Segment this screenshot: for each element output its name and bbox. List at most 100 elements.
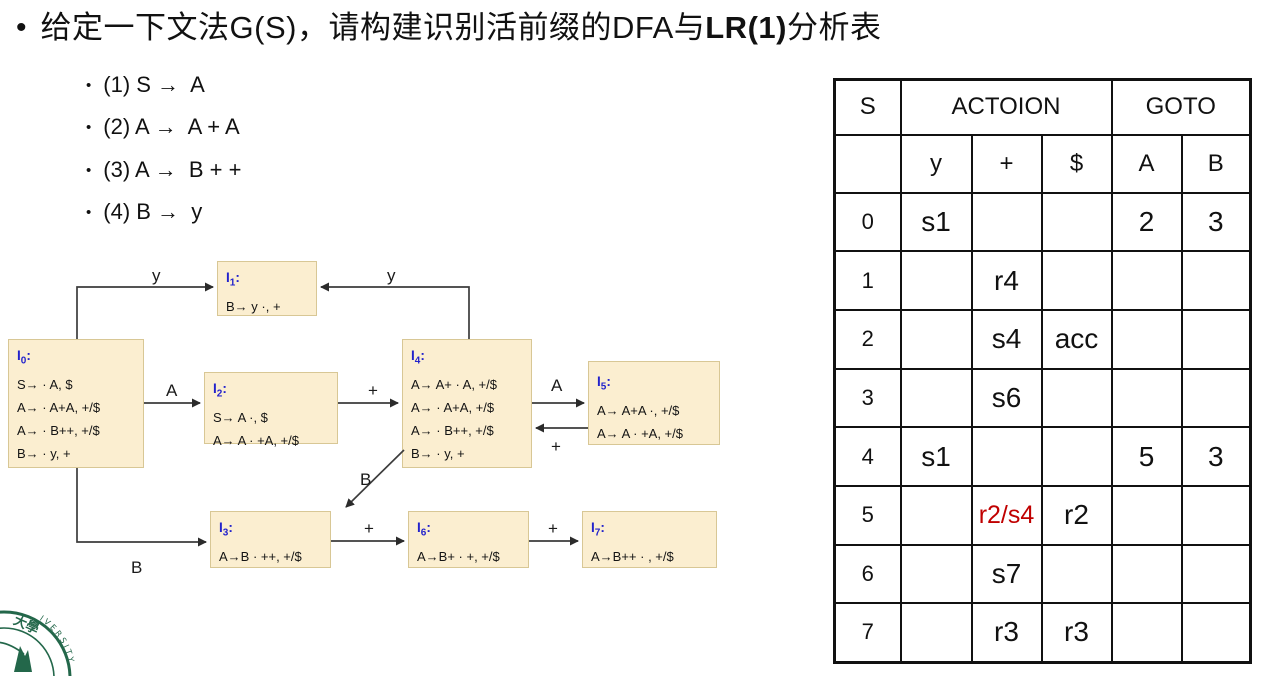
title-pre: 给定一下文法G(S)，请构建识别活前缀的DFA与 — [40, 10, 706, 45]
cell-state: 5 — [833, 484, 902, 546]
edge-label: + — [368, 381, 378, 400]
cell-action-dollar: r2 — [1040, 484, 1113, 546]
header-terminal-y: y — [899, 133, 973, 194]
cell-goto-B — [1180, 250, 1252, 311]
lr-item: A→ A · +A, +/$ — [213, 432, 299, 448]
state-label: I5: — [597, 374, 611, 393]
edge-I4-I1 — [320, 282, 470, 339]
lr-item: A→ A · +A, +/$ — [597, 425, 683, 441]
state-label: I4: — [411, 348, 425, 367]
lr-item: A→B++ · , +/$ — [591, 548, 674, 564]
lr-item: A→ · A+A, +/$ — [411, 399, 495, 415]
edge-label: y — [152, 266, 161, 285]
cell-action-dollar — [1040, 250, 1113, 311]
header-goto: GOTO — [1110, 78, 1252, 136]
edge-label: + — [551, 437, 561, 456]
cell-action-y — [899, 367, 973, 429]
lr-item: A→B+ · +, +/$ — [417, 548, 500, 564]
cell-goto-B: 3 — [1180, 191, 1252, 253]
cell-action-plus: s4 — [970, 308, 1043, 370]
bullet-icon: • — [86, 118, 92, 136]
lr-item: A→ · B++, +/$ — [17, 422, 100, 438]
grammar-rule-text: (1) S → A — [103, 72, 205, 97]
table-row-1: 1 r4 — [833, 250, 1252, 311]
table-row-2: 2 s4 acc — [833, 308, 1252, 370]
cell-goto-A — [1110, 308, 1183, 370]
cell-action-y — [899, 602, 973, 663]
header-action: ACTOION — [899, 78, 1113, 136]
page-title: 给定一下文法G(S)，请构建识别活前缀的DFA与LR(1)分析表 — [41, 6, 882, 50]
cell-action-y: s1 — [899, 426, 973, 487]
header-terminal-dollar: $ — [1040, 133, 1113, 194]
bullet-icon: • — [86, 76, 92, 94]
cell-action-y: s1 — [899, 191, 973, 253]
cell-state: 7 — [833, 602, 902, 663]
lr1-parse-table: S ACTOION GOTO y + $ A B 0 s1 2 3 1 r4 — [833, 78, 1252, 664]
lr-item: A→ A+A ·, +/$ — [597, 402, 680, 418]
grammar-rule-4: • (4) B → y — [86, 197, 202, 227]
cell-goto-A: 2 — [1110, 191, 1183, 253]
dfa-state-I0: I0: S→ · A, $ A→ · A+A, +/$ A→ · B++, +/… — [8, 339, 144, 468]
dfa-state-I7: I7: A→B++ · , +/$ — [582, 511, 717, 568]
cell-state: 6 — [833, 543, 902, 605]
university-seal-logo: 大學 IVERSITY — [0, 610, 74, 676]
dfa-state-I4: I4: A→ A+ · A, +/$ A→ · A+A, +/$ A→ · B+… — [402, 339, 532, 468]
grammar-rule-2: • (2) A → A + A — [86, 112, 240, 142]
cell-action-plus: s6 — [970, 367, 1043, 429]
table-row-0: 0 s1 2 3 — [833, 191, 1252, 253]
slide-title: • 给定一下文法G(S)，请构建识别活前缀的DFA与LR(1)分析表 — [16, 6, 881, 50]
edge-label: y — [387, 266, 396, 285]
edge-label: + — [548, 519, 558, 538]
cell-goto-A — [1110, 543, 1183, 605]
cell-goto-A — [1110, 250, 1183, 311]
cell-goto-B — [1180, 484, 1252, 546]
state-label: I6: — [417, 520, 431, 539]
title-bold: LR(1) — [705, 10, 787, 45]
table-row-5: 5 r2/s4 r2 — [833, 484, 1252, 546]
cell-action-plus: r3 — [970, 602, 1043, 663]
lr-item: A→ A+ · A, +/$ — [411, 376, 497, 392]
edge-I4-I3 — [345, 449, 405, 508]
seal-tower-icon — [14, 646, 32, 672]
grammar-rule-3: • (3) A → B + + — [86, 155, 241, 185]
cell-action-y — [899, 308, 973, 370]
cell-action-plus — [970, 426, 1043, 487]
cell-action-dollar — [1040, 191, 1113, 253]
cell-state: 1 — [833, 250, 902, 311]
lr-item: B→ · y, + — [411, 445, 465, 461]
edge-I0-I3 — [76, 468, 207, 547]
table-row-3: 3 s6 — [833, 367, 1252, 429]
state-label: I7: — [591, 520, 605, 539]
dfa-state-I5: I5: A→ A+A ·, +/$ A→ A · +A, +/$ — [588, 361, 720, 445]
cell-state: 0 — [833, 191, 902, 253]
cell-action-y — [899, 250, 973, 311]
cell-state: 3 — [833, 367, 902, 429]
edge-label: A — [551, 376, 563, 395]
cell-goto-A — [1110, 367, 1183, 429]
lr-item: S→ · A, $ — [17, 376, 73, 392]
edge-label: B — [131, 558, 142, 577]
cell-goto-B — [1180, 602, 1252, 663]
cell-action-plus: s7 — [970, 543, 1043, 605]
cell-action-plus: r4 — [970, 250, 1043, 311]
cell-action-dollar — [1040, 543, 1113, 605]
edge-label: A — [166, 381, 178, 400]
cell-action-y — [899, 543, 973, 605]
cell-goto-B — [1180, 308, 1252, 370]
title-post: 分析表 — [786, 10, 882, 45]
cell-action-dollar: acc — [1040, 308, 1113, 370]
table-row-7: 7 r3 r3 — [833, 602, 1252, 663]
grammar-rule-text: (4) B → y — [103, 199, 203, 224]
header-nonterminal-B: B — [1180, 133, 1252, 194]
cell-goto-A — [1110, 484, 1183, 546]
edge-label: + — [364, 519, 374, 538]
header-empty — [833, 133, 902, 194]
cell-goto-A — [1110, 602, 1183, 663]
cell-goto-B: 3 — [1180, 426, 1252, 487]
table-row-4: 4 s1 5 3 — [833, 426, 1252, 487]
header-nonterminal-A: A — [1110, 133, 1183, 194]
bullet-icon: • — [86, 161, 92, 179]
lr-item: A→B · ++, +/$ — [219, 548, 302, 564]
edge-I0-I1 — [76, 282, 214, 339]
